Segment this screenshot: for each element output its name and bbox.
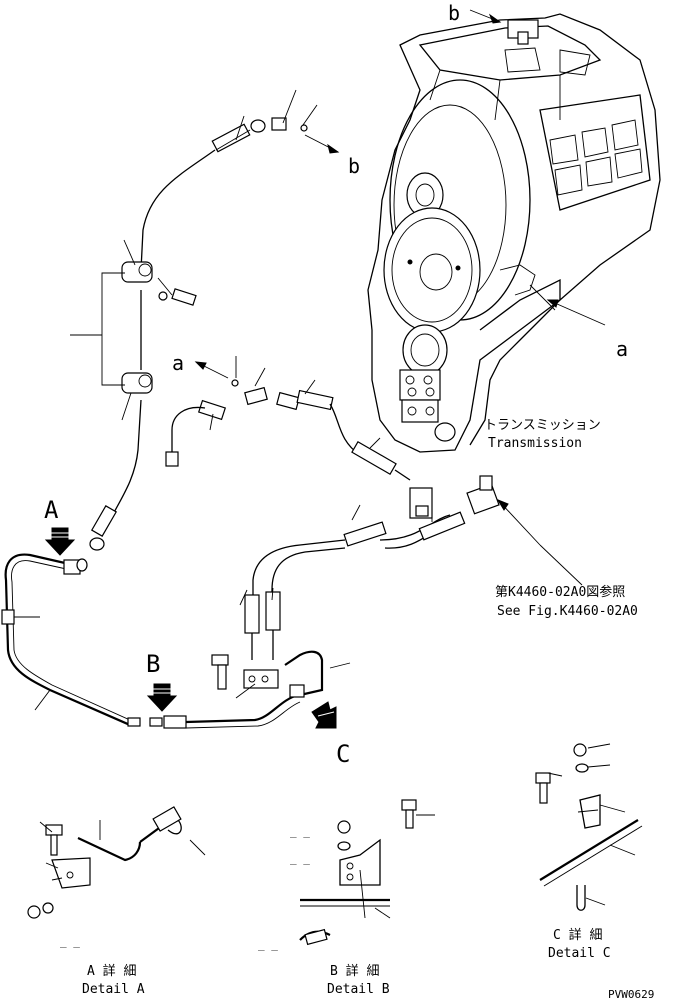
- ref-b-top: b: [448, 1, 502, 25]
- ref-letter-b-top: b: [448, 1, 460, 25]
- detail-a-dash: _ _: [60, 935, 80, 948]
- detail-c-jp: C 詳 細: [553, 927, 602, 943]
- detail-b-jp: B 詳 細: [330, 963, 379, 979]
- detail-b-dash-2: _ _: [290, 852, 310, 865]
- detail-b-dash-1: _ _: [290, 825, 310, 838]
- see-fig-label-jp: 第K4460-02A0図参照: [495, 584, 625, 600]
- middle-hose-assembly: [239, 437, 583, 660]
- view-marker-c-letter: C: [336, 740, 350, 768]
- detail-a-drawing: _ _: [27, 806, 206, 948]
- upper-hose-assembly: b: [70, 89, 360, 551]
- view-marker-b-letter: B: [146, 650, 160, 678]
- see-fig-label-en: See Fig.K4460-02A0: [497, 604, 638, 619]
- figure-code: PVW0629: [608, 988, 654, 1001]
- view-marker-a-letter: A: [44, 496, 59, 524]
- view-marker-a: A: [44, 496, 76, 556]
- lower-pipe-assembly: [1, 553, 351, 729]
- detail-b-en: Detail B: [327, 982, 390, 997]
- view-marker-b: B: [146, 650, 178, 712]
- ref-a-right: a: [546, 299, 628, 361]
- detail-b-drawing: _ _ _ _ _ _: [258, 799, 435, 951]
- detail-b-dash-3: _ _: [258, 938, 278, 951]
- centre-tee-assembly: a: [165, 351, 361, 467]
- see-fig-label: 第K4460-02A0図参照 See Fig.K4460-02A0: [495, 584, 638, 619]
- detail-a-label: A 詳 細 Detail A: [82, 963, 145, 997]
- transmission-label: トランスミッション Transmission: [484, 418, 601, 451]
- transmission-label-en: Transmission: [488, 436, 582, 451]
- ref-letter-a-right: a: [616, 337, 628, 361]
- detail-c-drawing: [535, 743, 643, 911]
- view-marker-c: C: [311, 701, 350, 768]
- ref-letter-a-left: a: [172, 351, 184, 375]
- transmission-label-jp: トランスミッション: [484, 418, 601, 433]
- detail-b-label: B 詳 細 Detail B: [327, 963, 390, 997]
- detail-c-label: C 詳 細 Detail C: [548, 927, 611, 961]
- detail-a-jp: A 詳 細: [87, 963, 136, 979]
- transmission-housing: [367, 13, 661, 453]
- detail-c-en: Detail C: [548, 946, 611, 961]
- detail-a-en: Detail A: [82, 982, 145, 997]
- ref-letter-b-right: b: [348, 154, 360, 178]
